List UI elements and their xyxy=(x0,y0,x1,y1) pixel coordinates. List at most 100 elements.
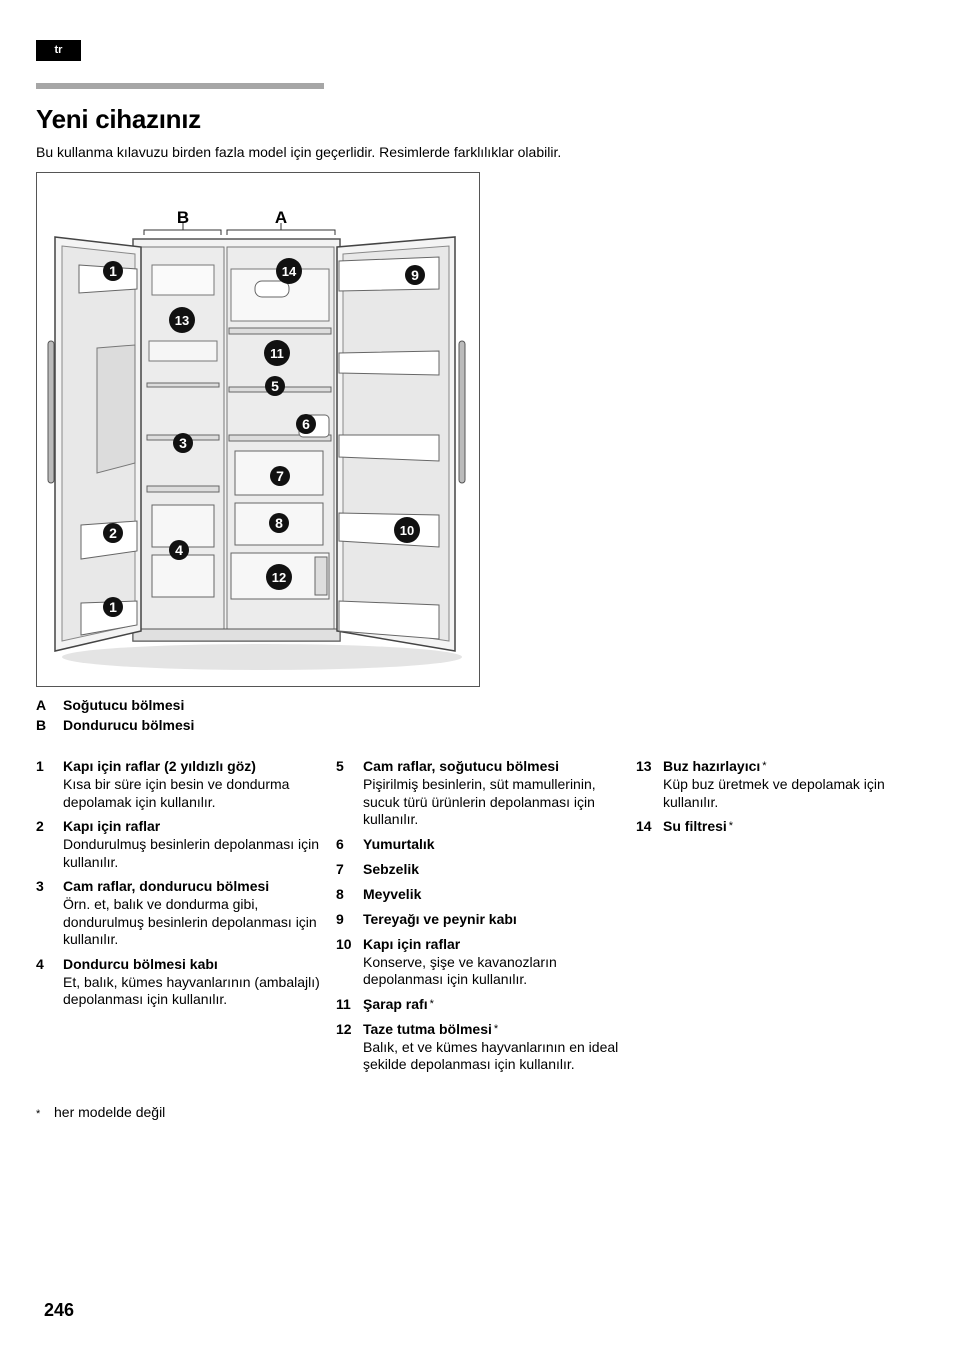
item-number: 1 xyxy=(36,758,44,774)
svg-text:9: 9 xyxy=(411,267,419,283)
item-description: Pişirilmiş besinlerin, süt mamullerinin,… xyxy=(363,776,596,827)
item-description: Konserve, şişe ve kavanozların depolanma… xyxy=(363,953,557,988)
page-number: 246 xyxy=(44,1300,75,1320)
item-description: Kısa bir süre için besin ve dondurma dep… xyxy=(63,776,290,810)
item-title: Kapı için raflar (2 yıldızlı göz) xyxy=(63,758,256,774)
item-number: 14 xyxy=(636,818,652,834)
svg-text:14: 14 xyxy=(282,264,297,279)
parts-list-item: 2 Kapı için raflar Dondurulmuş besinlerin… xyxy=(36,816,326,871)
header-rule xyxy=(36,83,324,89)
legend-key: A xyxy=(36,697,47,713)
callout-1-top: 1 xyxy=(103,261,123,281)
footnote: * her modelde değil xyxy=(36,1104,165,1120)
compartment-legend: A Soğutucu bölmesi B Dondurucu bölmesi xyxy=(36,695,194,735)
item-number: 5 xyxy=(336,758,344,774)
callout-10: 10 xyxy=(394,517,420,543)
not-all-models-mark: * xyxy=(762,760,767,772)
item-number: 4 xyxy=(36,955,44,972)
legend-row: B Dondurucu bölmesi xyxy=(36,715,194,735)
parts-list-item: 1 Kapı için raflar (2 yıldızlı göz) Kısa … xyxy=(36,756,326,811)
callout-8: 8 xyxy=(269,513,289,533)
item-title: Kapı için raflar xyxy=(363,935,461,952)
item-number: 11 xyxy=(336,995,351,1012)
parts-list-column-1: 1 Kapı için raflar (2 yıldızlı göz) Kısa … xyxy=(36,756,326,1014)
not-all-models-mark: * xyxy=(728,820,734,832)
item-title: Cam raflar, soğutucu bölmesi xyxy=(363,758,560,774)
item-number: 6 xyxy=(336,835,344,852)
item-description: Örn. et, balık ve dondurma gibi, donduru… xyxy=(63,896,317,947)
parts-list-item: 14 Su filtresi* xyxy=(636,816,926,836)
section-label-fridge: A xyxy=(275,208,287,227)
legend-label: Dondurucu bölmesi xyxy=(63,717,195,733)
legend-row: A Soğutucu bölmesi xyxy=(36,695,194,715)
item-title: Cam raflar, dondurucu bölmesi xyxy=(63,878,270,894)
item-description: Balık, et ve kümes hayvanlarının en idea… xyxy=(363,1038,619,1073)
callout-6: 6 xyxy=(296,414,316,434)
svg-text:11: 11 xyxy=(270,346,284,361)
footnote-text: her modelde değil xyxy=(54,1104,166,1120)
item-title: Sebzelik xyxy=(363,860,420,877)
callout-5: 5 xyxy=(265,376,285,396)
language-tag: tr xyxy=(36,40,81,61)
parts-list-item: 6 Yumurtalık xyxy=(336,834,626,854)
parts-list-column-2: 5 Cam raflar, soğutucu bölmesi Pişirilmiş… xyxy=(336,756,626,1079)
intro-text: Bu kullanma kılavuzu birden fazla model … xyxy=(36,144,562,160)
parts-list-item: 8 Meyvelik xyxy=(336,884,626,904)
parts-list-item: 9 Tereyağı ve peynir kabı xyxy=(336,909,626,929)
parts-list-item: 3 Cam raflar, dondurucu bölmesi Örn. et, … xyxy=(36,876,326,949)
item-title: Dondurcu bölmesi kabı xyxy=(63,955,218,972)
section-label-freezer: B xyxy=(177,208,189,227)
item-number: 3 xyxy=(36,878,44,894)
parts-list-item: 13 Buz hazırlayıcı* Küp buz üretmek ve de… xyxy=(636,756,926,811)
not-all-models-mark: * xyxy=(493,1022,499,1035)
svg-text:3: 3 xyxy=(179,435,187,451)
callout-14: 14 xyxy=(276,258,302,284)
item-number: 8 xyxy=(336,885,344,902)
svg-text:1: 1 xyxy=(109,599,117,615)
callout-9: 9 xyxy=(405,265,425,285)
item-number: 7 xyxy=(336,860,344,877)
item-number: 12 xyxy=(336,1020,352,1037)
callout-11: 11 xyxy=(264,340,290,366)
item-description: Et, balık, kümes hayvanlarının (ambalajl… xyxy=(63,973,320,1008)
svg-text:2: 2 xyxy=(109,525,117,541)
svg-text:10: 10 xyxy=(400,523,414,538)
refrigerator-illustration: B A xyxy=(36,172,480,687)
callout-1-bottom: 1 xyxy=(103,597,123,617)
svg-text:4: 4 xyxy=(175,542,183,558)
legend-key: B xyxy=(36,717,47,733)
item-description: Dondurulmuş besinlerin depolanması için … xyxy=(63,836,320,870)
item-title: Kapı için raflar xyxy=(63,818,161,834)
not-all-models-mark: * xyxy=(429,997,434,1010)
page-title: Yeni cihazınız xyxy=(36,104,201,134)
item-number: 10 xyxy=(336,935,352,952)
parts-list-item: 7 Sebzelik xyxy=(336,859,626,879)
callout-2: 2 xyxy=(103,523,123,543)
callout-7: 7 xyxy=(270,466,290,486)
item-title: Yumurtalık xyxy=(363,835,435,852)
item-number: 13 xyxy=(636,758,652,774)
item-title: Su filtresi xyxy=(663,818,727,834)
parts-list-item: 4 Dondurcu bölmesi kabı Et, balık, kümes … xyxy=(36,954,326,1009)
legend-label: Soğutucu bölmesi xyxy=(63,697,185,713)
item-description: Küp buz üretmek ve depolamak için kullan… xyxy=(663,776,885,810)
footnote-mark: * xyxy=(36,1108,41,1120)
svg-text:5: 5 xyxy=(271,378,279,394)
svg-text:1: 1 xyxy=(109,263,117,279)
callout-13: 13 xyxy=(169,307,195,333)
callout-4: 4 xyxy=(169,540,189,560)
svg-text:7: 7 xyxy=(276,468,284,484)
item-number: 9 xyxy=(336,910,344,927)
item-title: Meyvelik xyxy=(363,885,422,902)
item-title: Tereyağı ve peynir kabı xyxy=(363,910,517,927)
svg-text:6: 6 xyxy=(302,416,310,432)
callout-12: 12 xyxy=(266,564,292,590)
item-title: Buz hazırlayıcı xyxy=(663,758,761,774)
parts-list-item: 5 Cam raflar, soğutucu bölmesi Pişirilmiş… xyxy=(336,756,626,829)
parts-list-item: 12 Taze tutma bölmesi* Balık, et ve kümes… xyxy=(336,1019,626,1074)
item-number: 2 xyxy=(36,818,44,834)
svg-text:12: 12 xyxy=(272,570,286,585)
item-title: Taze tutma bölmesi xyxy=(363,1020,492,1037)
